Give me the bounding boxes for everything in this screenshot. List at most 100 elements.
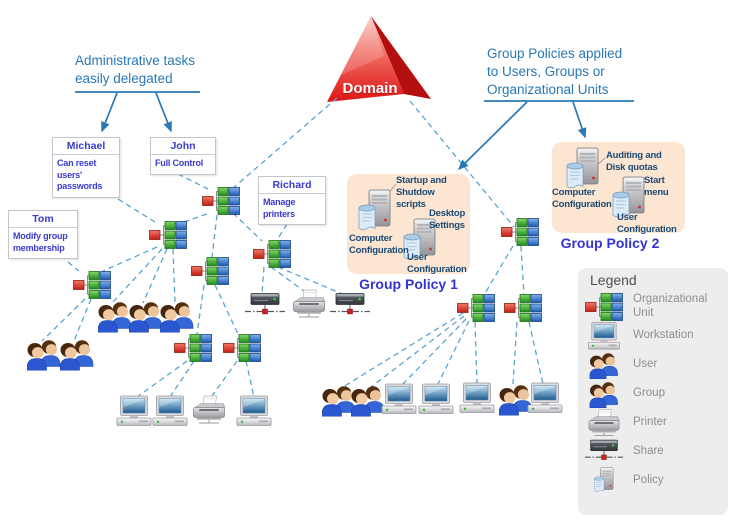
gp1-label-computer-configuration: Computer Configuration (349, 233, 409, 256)
connector-line (169, 360, 195, 398)
legend-item-label: Share (633, 444, 664, 457)
connector-line (483, 245, 514, 296)
pointer-arrow (572, 101, 587, 139)
pointer-arrow (155, 92, 172, 133)
callout-michael: Michael Can reset users' passwords (52, 137, 120, 199)
policy-icon (566, 147, 599, 189)
connector-line (211, 360, 238, 397)
pointer-arrow (101, 92, 118, 133)
gp2-label-auditing-quotas: Auditing and Disk quotas (606, 150, 662, 173)
connector-line (172, 248, 176, 304)
group-policies-note: Group Policies applied to Users, Groups … (487, 46, 623, 97)
ou-icon (174, 334, 212, 362)
ou-icon (223, 334, 261, 362)
connector-line (370, 315, 465, 388)
user-icon (499, 384, 533, 416)
gp2-label-user-configuration: User Configuration (617, 212, 677, 235)
workstation-icon (236, 395, 272, 426)
callout-body: Modify group membership (13, 231, 68, 253)
policy-icon (584, 467, 624, 495)
printer-icon (584, 409, 624, 437)
callout-body: Full Control (155, 158, 204, 168)
user-icon (351, 385, 385, 417)
group-policy-2-title: Group Policy 2 (560, 235, 660, 251)
connector-lines (41, 97, 544, 398)
share-icon (244, 292, 286, 315)
callout-title: Tom (9, 211, 77, 228)
workstation-icon (527, 382, 563, 413)
user-icon (322, 385, 356, 417)
admin-tasks-note: Administrative tasks easily delegated (75, 53, 196, 86)
connector-line (245, 360, 255, 398)
legend-item-label: User (633, 357, 658, 370)
domain-label: Domain (342, 80, 398, 97)
ou-icon (191, 257, 229, 285)
callout-title: John (151, 138, 215, 155)
connector-line (528, 321, 544, 385)
callout-john: John Full Control (150, 137, 216, 175)
legend-item-workstation: Workstation (584, 321, 717, 350)
connector-line (142, 248, 168, 304)
connector-line (436, 320, 470, 387)
gp1-label-user-configuration: User Configuration (407, 252, 467, 275)
user-icon (27, 339, 61, 371)
ou-icon (202, 187, 240, 215)
connector-line (41, 298, 86, 342)
workstation-icon (584, 322, 624, 350)
connector-line (474, 321, 478, 385)
legend-item-group: Group (584, 379, 717, 408)
callout-title: Michael (53, 138, 119, 155)
connector-line (276, 223, 288, 241)
legend-item-label: Organizational Unit (633, 293, 708, 319)
callout-tom: Tom Modify group membership (8, 210, 78, 260)
legend-item-printer: Printer (584, 408, 717, 437)
workstation-icon (152, 395, 188, 426)
gp2-label-computer-configuration: Computer Configuration (552, 187, 612, 210)
connector-line (109, 193, 156, 223)
connector-line (177, 173, 209, 190)
group-icon (584, 380, 624, 408)
legend-item-policy: Policy (584, 466, 717, 495)
legend-title: Legend (590, 272, 637, 288)
user-icon (129, 301, 163, 333)
connector-line (400, 318, 467, 387)
legend-item-ou: Organizational Unit (584, 292, 717, 321)
workstation-icon (459, 382, 495, 413)
connector-line (73, 298, 92, 342)
user-icon (160, 301, 194, 333)
workstation-icon (381, 383, 417, 414)
user-icon (60, 339, 94, 371)
policy-icon (358, 189, 391, 231)
legend-item-label: Workstation (633, 328, 694, 341)
legend-item-share: Share (584, 437, 717, 466)
connector-line (67, 261, 80, 272)
printer-icon (193, 395, 226, 424)
pointer-arrow (457, 101, 528, 171)
gp1-label-startup-scripts: Startup and Shutdow scripts (396, 175, 447, 210)
connector-line (231, 97, 338, 190)
printer-icon (293, 289, 326, 318)
connector-line (409, 100, 515, 228)
ou-icon (504, 294, 542, 322)
share-icon (584, 438, 624, 466)
connector-line (342, 312, 464, 388)
connector-line (102, 246, 158, 272)
callout-richard: Richard Manage printers (258, 176, 326, 226)
legend-item-user: User (584, 350, 717, 379)
policy-icon (612, 176, 645, 218)
ou-icon (73, 271, 111, 299)
ou-icon (149, 221, 187, 249)
connector-line (520, 245, 525, 296)
legend-item-label: Group (633, 386, 665, 399)
share-icon (329, 292, 371, 315)
ou-icon (584, 293, 624, 321)
domain-pyramid (327, 16, 431, 102)
callout-body: Can reset users' passwords (57, 158, 103, 192)
legend-item-label: Printer (633, 415, 667, 428)
callout-body: Manage printers (263, 197, 296, 219)
connector-line (270, 266, 305, 292)
group-policy-1-title: Group Policy 1 (359, 276, 458, 292)
